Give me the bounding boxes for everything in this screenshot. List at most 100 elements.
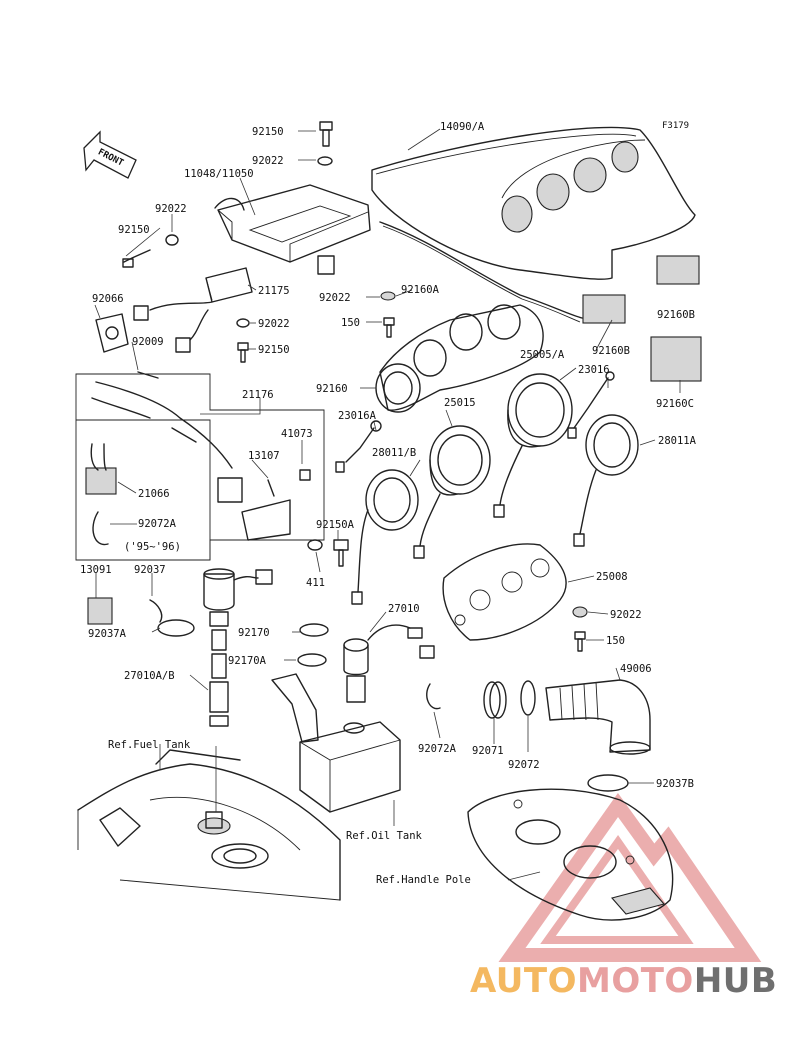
part-label-92150-top: 92150 [252, 126, 284, 138]
part-label-13107: 13107 [248, 450, 280, 462]
bolt-92150-left [122, 249, 151, 268]
part-label-150-b: 150 [606, 635, 625, 647]
part-label-92150-c: 92150 [258, 344, 290, 356]
part-label-92009: 92009 [132, 336, 164, 348]
washer-92022-right [380, 291, 396, 301]
part-label-27010: 27010 [388, 603, 420, 615]
bolt-92150-top [319, 121, 333, 147]
part-label-92022-r: 92022 [319, 292, 351, 304]
washer-92022-top [317, 156, 333, 166]
part-label-92037: 92037 [134, 564, 166, 576]
screw-92009 [137, 371, 159, 379]
part-label-92022-c: 92022 [258, 318, 290, 330]
part-label-92037b: 92037B [656, 778, 694, 790]
instrument-cowl [371, 126, 696, 280]
clamp-92071 [483, 681, 507, 719]
oil-tank [271, 673, 401, 813]
grommet-92066 [95, 313, 129, 353]
bolt-150-a [383, 317, 395, 338]
part-label-21066: 21066 [138, 488, 170, 500]
watermark-text: AUTOMOTOHUB [470, 961, 777, 1001]
part-label-23016a: 23016A [338, 410, 377, 422]
part-label-92170: 92170 [238, 627, 270, 639]
washer-92022-center [236, 318, 250, 328]
part-label-92037a: 92037A [88, 628, 127, 640]
part-label-reffuel: Ref.Fuel Tank [108, 739, 191, 751]
svg-text:AUTOMOTOHUB: AUTOMOTOHUB [470, 961, 777, 1001]
washer-411 [307, 539, 323, 551]
switch-23016a [335, 420, 382, 473]
watermark-part2: MOTO [577, 961, 694, 1001]
part-label-92160a: 92160A [401, 284, 440, 296]
clamp-92170 [299, 623, 329, 637]
watermark-logo [498, 792, 762, 962]
part-label-28011b: 28011/B [372, 447, 416, 459]
switch-23016 [567, 371, 615, 439]
part-label-49006: 49006 [620, 663, 652, 675]
part-label-23016: 23016 [578, 364, 610, 376]
clamp-92037a [157, 619, 195, 637]
washer-92022-gasket [572, 606, 588, 618]
clamp-92170a [297, 653, 327, 667]
bolt-92150a [333, 539, 349, 567]
part-label-92160b-top: 92160B [657, 309, 695, 321]
part-label-41073: 41073 [281, 428, 313, 440]
part-label-28011a: 28011A [658, 435, 697, 447]
gauge-25005 [493, 373, 573, 518]
clamp-92072a [426, 683, 441, 710]
gasket-plate-25008 [442, 543, 567, 641]
clamp-92072a-box [92, 511, 109, 546]
handle-pole-base [467, 788, 674, 921]
part-label-92071: 92071 [472, 745, 504, 757]
part-label-25005: 25005/A [520, 349, 565, 361]
gauge-28011a [573, 414, 639, 547]
mount-bracket [214, 184, 371, 275]
clamp-92037 [149, 599, 163, 623]
part-label-92150-l: 92150 [118, 224, 150, 236]
part-label-150-a: 150 [341, 317, 360, 329]
part-label-refoil: Ref.Oil Tank [346, 830, 423, 842]
part-label-92072a: 92072A [418, 743, 457, 755]
clamp-92072 [520, 680, 536, 716]
pad-13091 [87, 597, 113, 625]
part-label-92072: 92072 [508, 759, 540, 771]
gauge-25015 [413, 425, 491, 559]
front-arrow-icon: FRONT [83, 130, 137, 179]
seal-strip [379, 221, 583, 319]
part-label-92066: 92066 [92, 293, 124, 305]
clamp-92037b [587, 774, 629, 792]
part-label-11048: 11048/11050 [184, 168, 254, 180]
part-label-21176: 21176 [242, 389, 274, 401]
watermark-part3: HUB [694, 961, 777, 1001]
part-label-14090: 14090/A [440, 121, 485, 133]
part-label-92022-l: 92022 [155, 203, 187, 215]
watermark-part1: AUTO [470, 961, 577, 1001]
washer-92022-left [165, 234, 179, 246]
part-label-25015: 25015 [444, 397, 476, 409]
gauge-28011b [351, 469, 419, 605]
part-label-refhandle: Ref.Handle Pole [376, 874, 471, 886]
diagram-code: F3179 [662, 121, 689, 131]
part-label-92160: 92160 [316, 383, 348, 395]
part-label-25008: 25008 [596, 571, 628, 583]
meter-housing-92160 [375, 304, 544, 413]
relay-21066 [85, 443, 117, 495]
fuel-sender-27010 [203, 568, 273, 727]
part-label-9596: ('95~'96) [124, 541, 181, 553]
part-label-411: 411 [306, 577, 325, 589]
part-label-92170a: 92170A [228, 655, 267, 667]
boot-49006 [545, 679, 651, 755]
pad-92160b-top [656, 255, 700, 285]
oil-sender-27010 [343, 624, 435, 703]
bolt-92150-center [237, 342, 249, 363]
fuel-tank [77, 749, 341, 901]
part-label-92150a: 92150A [316, 519, 355, 531]
pad-92160b [582, 294, 626, 324]
wiring-box-21176 [75, 373, 325, 561]
part-label-92022-top: 92022 [252, 155, 284, 167]
rectifier-21175 [133, 267, 253, 353]
part-label-92160b: 92160B [592, 345, 630, 357]
